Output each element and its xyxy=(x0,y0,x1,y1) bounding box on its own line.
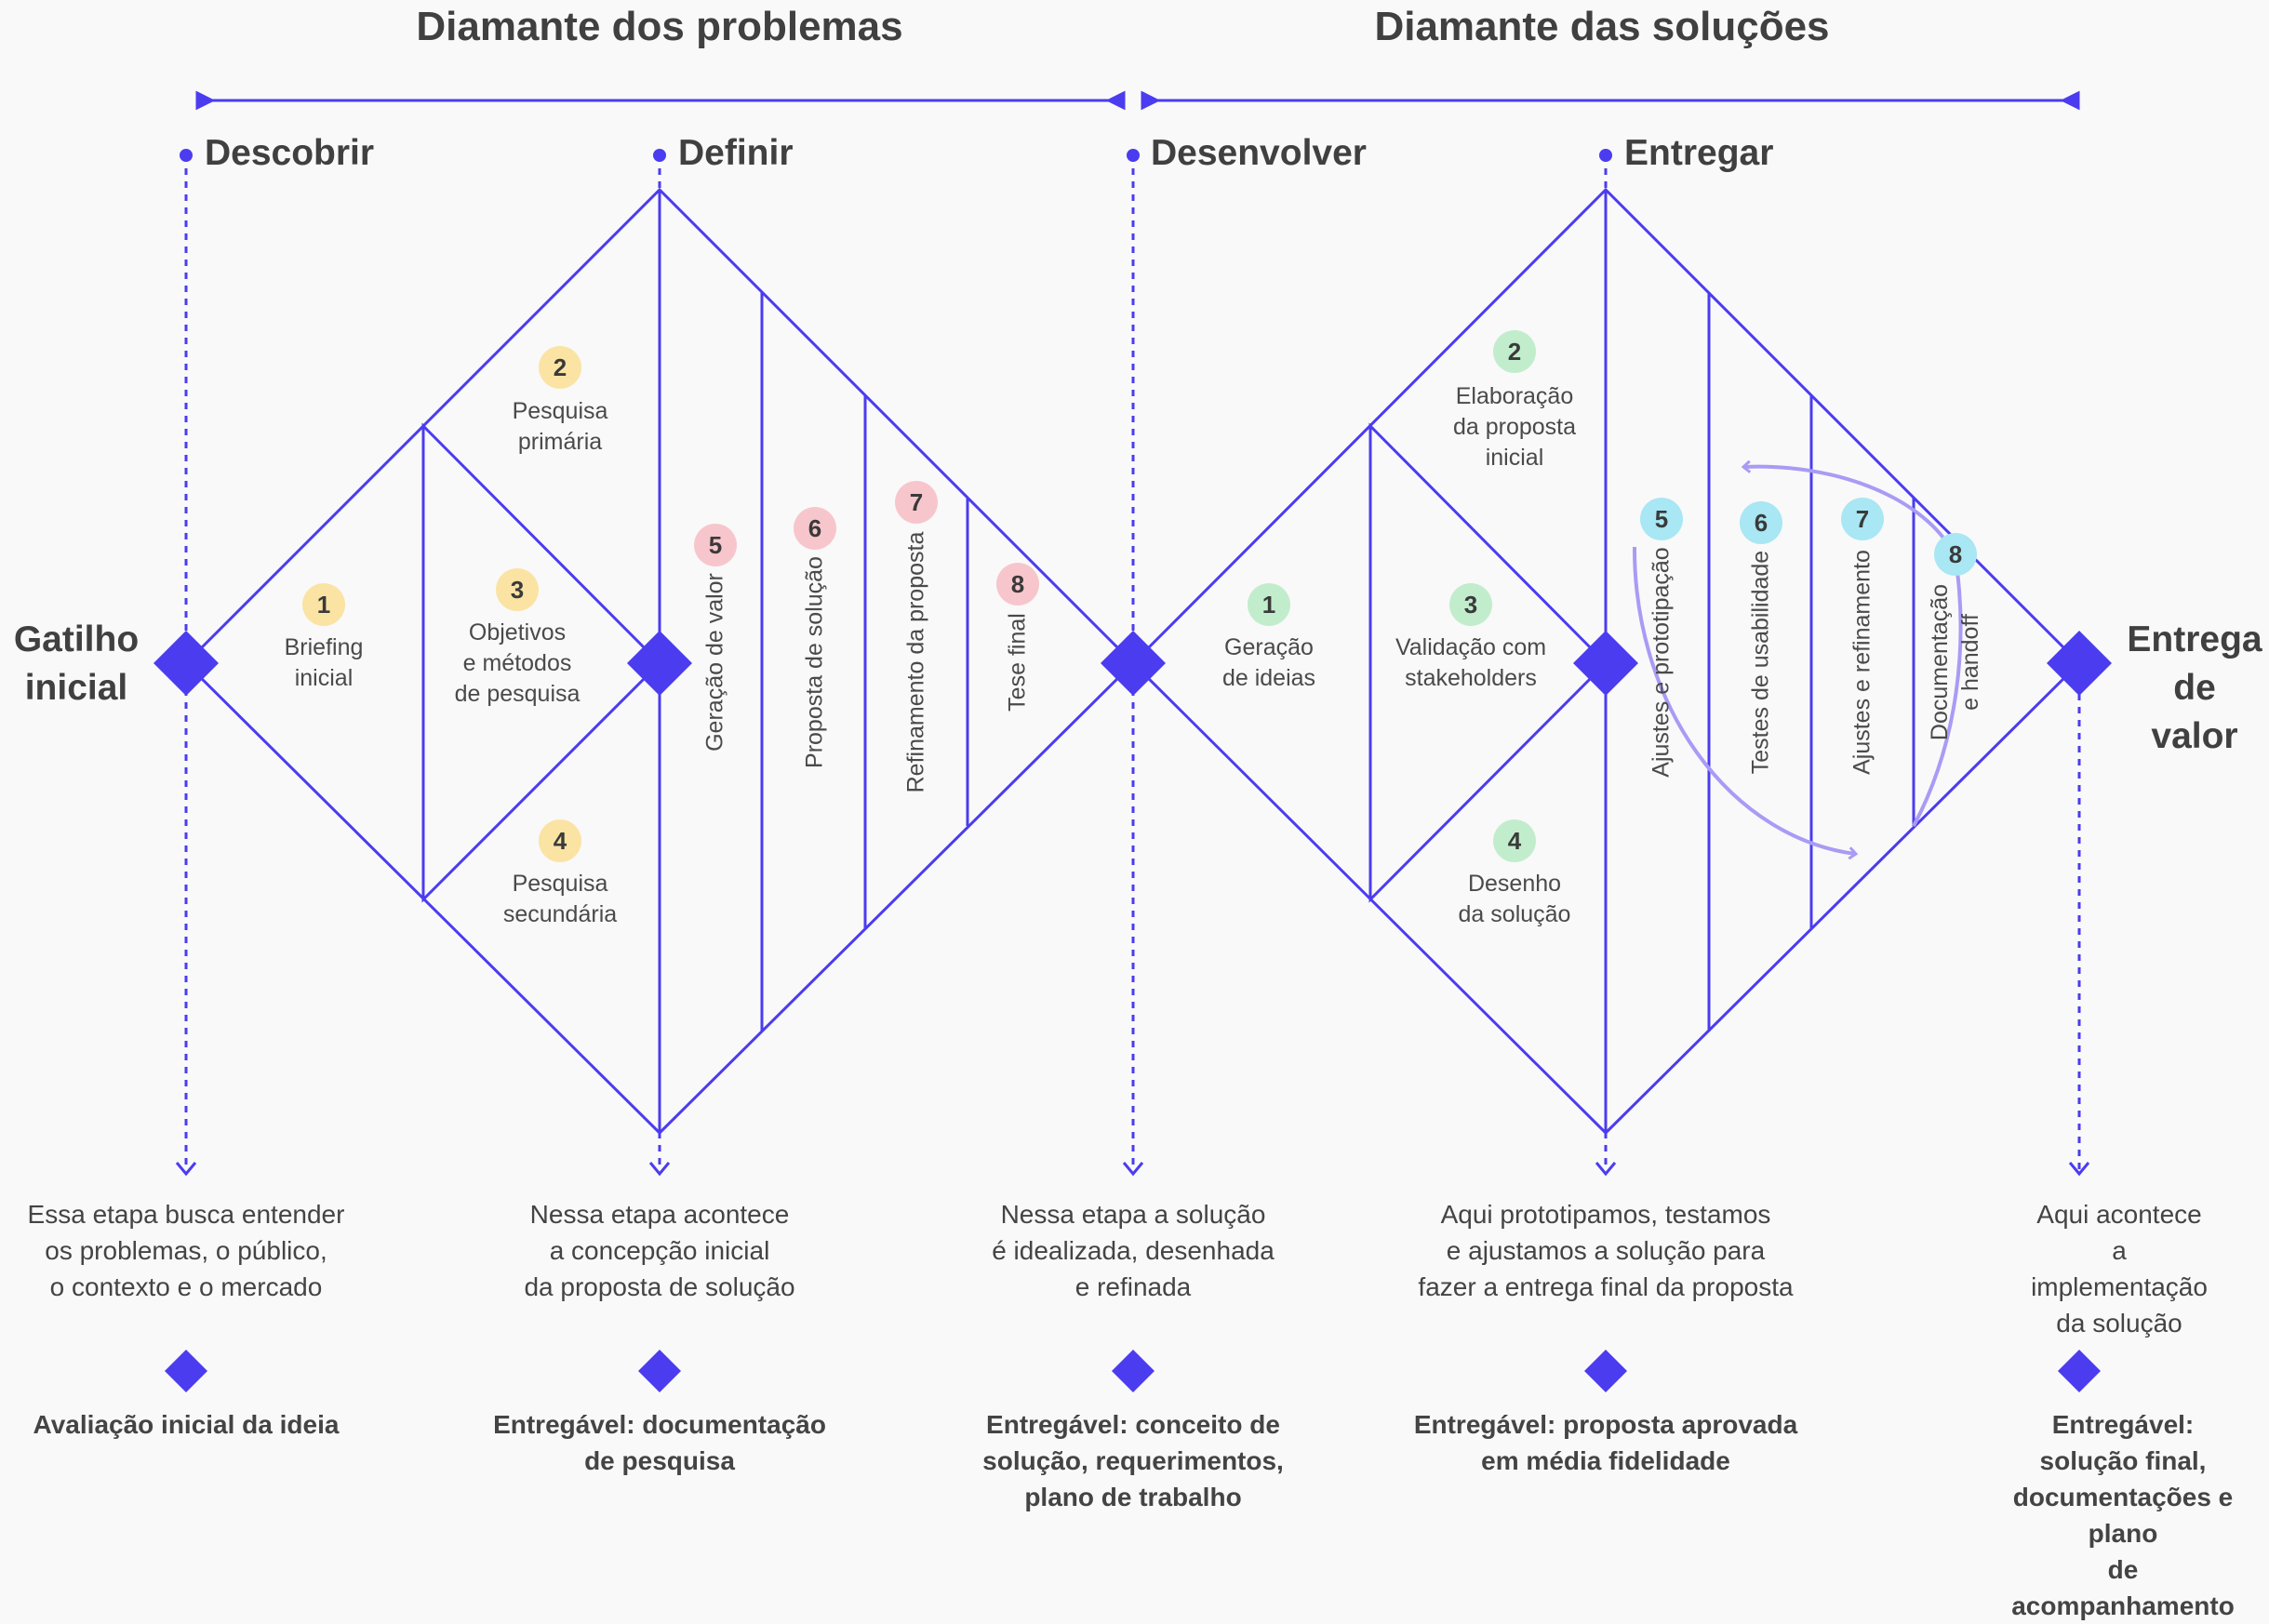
problem-step-6-badge: 6 xyxy=(794,507,836,550)
problem-step-5-badge: 5 xyxy=(694,524,737,566)
phase-guide-arrowheads xyxy=(175,1162,2090,1177)
double-diamond-diagram xyxy=(153,90,2112,1392)
solution-step-4-label: Desenho da solução xyxy=(1458,871,1571,927)
problem-step-1-label: Briefing inicial xyxy=(284,634,364,691)
problem-step-7-label: Refinamento da proposta xyxy=(902,531,929,793)
solution-step-2-label: Elaboração da proposta inicial xyxy=(1452,383,1577,471)
problem-step-6-label: Proposta de solução xyxy=(801,556,828,768)
problem-step-5-label: Geração de valor xyxy=(701,573,728,752)
endpoint-start: Gatilho inicial xyxy=(13,619,140,708)
phase-guide-dots xyxy=(180,149,1612,162)
iteration-loop xyxy=(1632,467,1963,854)
section-title-problems: Diamante dos problemas xyxy=(416,4,903,49)
solution-step-5-label: Ajustes e prototipação xyxy=(1648,547,1675,778)
solution-step-8-label: Documentação e handoff xyxy=(1927,583,1983,741)
deliverable-4: Entregável: proposta aprovada em média f… xyxy=(1413,1410,1798,1475)
deliverable-marker-4 xyxy=(1584,1350,1627,1392)
solution-step-7-label: Ajustes e refinamento xyxy=(1849,550,1875,775)
solution-step-4-badge: 4 xyxy=(1493,819,1536,862)
problem-step-2-label: Pesquisa primária xyxy=(512,398,608,455)
phase-description-4: Aqui prototipamos, testamos e ajustamos … xyxy=(1418,1200,1794,1301)
deliverable-3: Entregável: conceito de solução, requeri… xyxy=(982,1410,1284,1511)
phase-description-3: Nessa etapa a solução é idealizada, dese… xyxy=(992,1200,1275,1301)
deliverable-marker-3 xyxy=(1112,1350,1155,1392)
solutions-range-bracket xyxy=(1141,90,2080,111)
solution-step-5-badge: 5 xyxy=(1640,498,1683,540)
deliverable-marker-2 xyxy=(638,1350,681,1392)
phase-discover: Descobrir xyxy=(205,133,375,173)
phase-deliver: Entregar xyxy=(1624,133,1774,173)
problem-step-3-badge: 3 xyxy=(496,568,539,611)
deliverable-2: Entregável: documentação de pesquisa xyxy=(493,1410,826,1475)
solution-step-6-badge: 6 xyxy=(1740,501,1782,544)
node-start xyxy=(153,631,219,696)
solution-step-3-badge: 3 xyxy=(1449,583,1492,626)
problems-range-bracket xyxy=(195,90,1126,111)
section-title-solutions: Diamante das soluções xyxy=(1374,4,1830,49)
phase-guides xyxy=(184,155,2081,1170)
axis-nodes xyxy=(153,631,2112,696)
phase-description-1: Essa etapa busca entender os problemas, … xyxy=(27,1200,345,1301)
node-develop xyxy=(1101,631,1166,696)
problem-step-3-label: Objetivos e métodos de pesquisa xyxy=(454,619,581,707)
node-deliver xyxy=(1573,631,1638,696)
node-end xyxy=(2047,631,2112,696)
solution-step-3-label: Validação com stakeholders xyxy=(1395,634,1547,691)
deliverable-5: Entregável: solução final, documentações… xyxy=(2011,1410,2235,1620)
deliverable-marker-1 xyxy=(165,1350,207,1392)
node-define xyxy=(627,631,692,696)
deliverable-marker-5 xyxy=(2058,1350,2101,1392)
phase-description-5: Aqui acontece a implementação da solução xyxy=(2031,1200,2208,1338)
solution-step-1-label: Geração de ideias xyxy=(1221,634,1316,691)
solution-step-1-badge: 1 xyxy=(1248,583,1290,626)
deliverable-markers xyxy=(165,1350,2101,1392)
problem-step-4-label: Pesquisa secundária xyxy=(502,871,618,927)
problem-step-7-badge: 7 xyxy=(895,481,938,524)
solution-step-8-badge: 8 xyxy=(1934,533,1977,576)
problems-diamond xyxy=(183,187,1136,1136)
problem-step-1-badge: 1 xyxy=(302,583,345,626)
solution-step-6-label: Testes de usabilidade xyxy=(1747,550,1774,775)
solution-step-2-badge: 2 xyxy=(1493,330,1536,373)
endpoint-end: Entrega de valor xyxy=(2127,619,2262,756)
problem-step-2-badge: 2 xyxy=(539,346,581,389)
phase-description-2: Nessa etapa acontece a concepção inicial… xyxy=(524,1200,795,1301)
problem-step-4-badge: 4 xyxy=(539,819,581,862)
phase-define: Definir xyxy=(678,133,794,173)
problem-step-8-label: Tese final xyxy=(1004,613,1031,712)
problem-step-8-badge: 8 xyxy=(996,563,1039,606)
solution-step-7-badge: 7 xyxy=(1841,498,1884,540)
deliverable-1: Avaliação inicial da ideia xyxy=(33,1410,340,1439)
phase-develop: Desenvolver xyxy=(1151,133,1367,173)
